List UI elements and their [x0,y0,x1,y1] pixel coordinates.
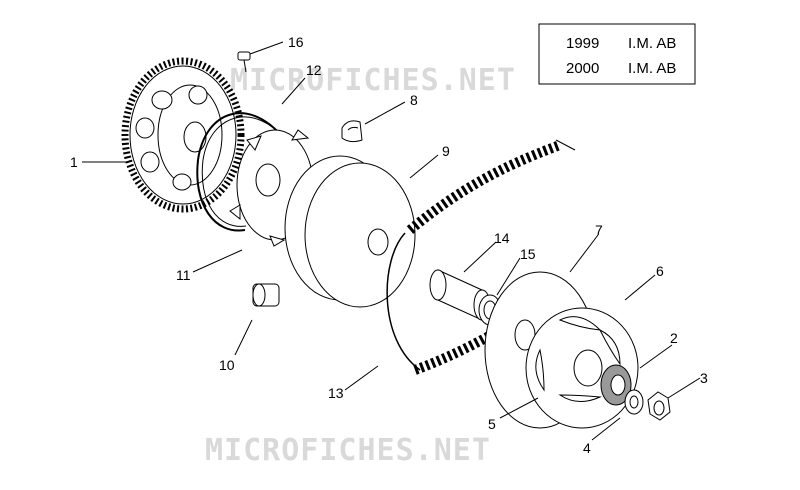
code-2000: I.M. AB [628,60,676,77]
part-16-screw [237,51,251,73]
part-8-slider [341,120,363,143]
callout-numbers: 1 16 12 8 9 11 10 13 14 15 7 6 2 3 4 5 [70,34,708,456]
code-1999: I.M. AB [628,35,676,52]
callout-15: 15 [520,246,536,262]
part-9-fixed-pulley [284,155,416,308]
callout-7: 7 [595,222,603,238]
part-1-drive-sprocket [121,57,245,213]
year-2000: 2000 [566,60,599,77]
callout-4: 4 [583,440,591,456]
callout-10: 10 [219,357,235,373]
applicability-table: 1999 I.M. AB 2000 I.M. AB [538,23,696,85]
watermark-top: MICROFICHES.NET [230,63,516,98]
callout-3: 3 [700,370,708,386]
watermark-bottom: MICROFICHES.NET [205,433,491,468]
callout-16: 16 [288,34,304,50]
callout-14: 14 [494,230,510,246]
year-1999: 1999 [566,35,599,52]
leader-lines [82,41,701,441]
callout-6: 6 [656,263,664,279]
callout-1: 1 [70,154,78,170]
callout-8: 8 [410,92,418,108]
part-2-flange [600,364,632,406]
part-12-circlip [196,112,289,232]
callout-2: 2 [670,330,678,346]
callout-9: 9 [442,143,450,159]
part-3-nut [647,391,671,421]
callout-11: 11 [176,267,191,283]
callout-13: 13 [328,385,344,401]
part-4-washer [624,389,644,415]
callout-12: 12 [306,62,322,78]
part-10-roller [252,283,280,307]
callout-5: 5 [488,416,496,432]
